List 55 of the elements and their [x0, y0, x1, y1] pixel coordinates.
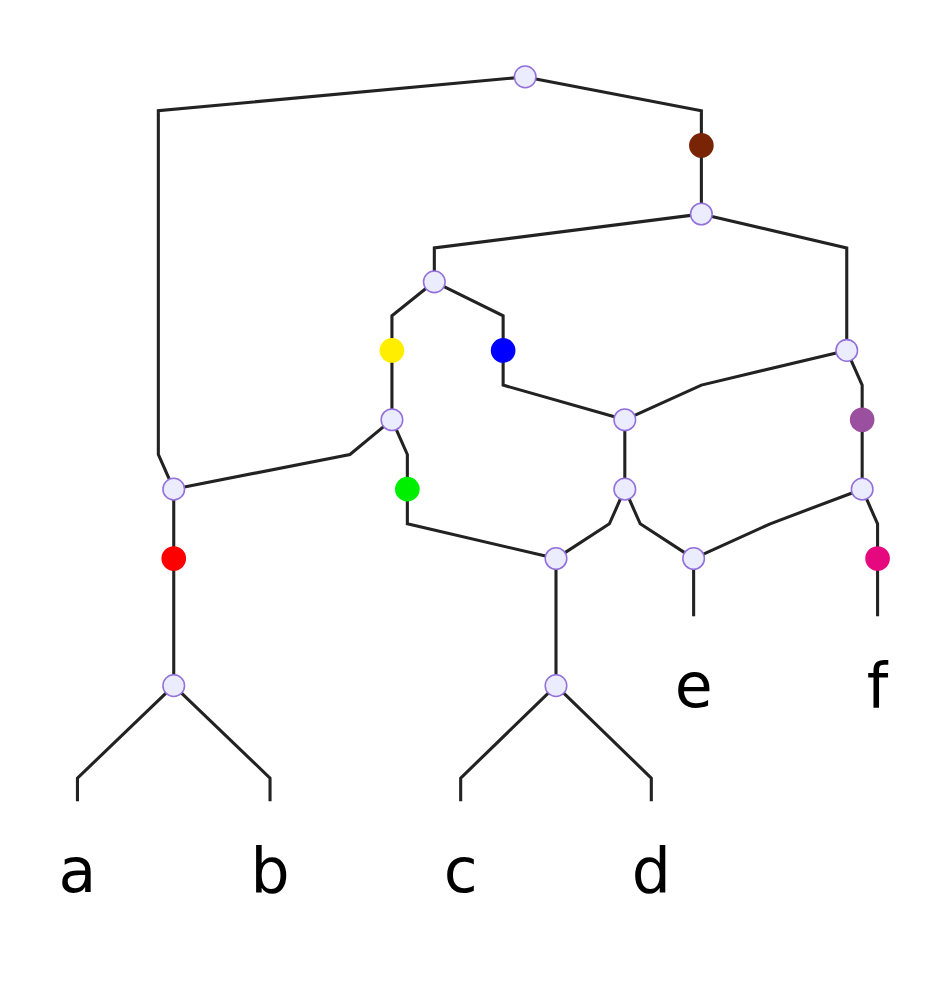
- node-text: d: [631, 835, 671, 907]
- connector: [711, 214, 849, 340]
- connector: [180, 692, 272, 802]
- node-text: c: [443, 835, 478, 907]
- connector: [432, 213, 691, 272]
- node-point: [682, 546, 706, 571]
- node-point: [162, 674, 186, 698]
- connector: [876, 570, 880, 617]
- node-point: [613, 408, 637, 432]
- connector: [172, 570, 176, 675]
- node-point: [689, 202, 713, 226]
- connector: [562, 692, 653, 802]
- connector: [535, 77, 703, 134]
- connector: [443, 285, 505, 339]
- connector: [627, 498, 686, 554]
- connector: [702, 491, 853, 556]
- node-point: [544, 546, 568, 571]
- node-point: [835, 338, 859, 362]
- node-circle: [490, 338, 516, 363]
- node-point: [850, 477, 874, 501]
- node-circle: [379, 338, 405, 363]
- node-circle: [395, 476, 420, 502]
- connector: [390, 287, 427, 339]
- node-circle: [865, 546, 890, 571]
- connector: [634, 351, 837, 417]
- connector: [405, 500, 546, 558]
- node-text: f: [866, 650, 889, 722]
- connector: [184, 425, 385, 489]
- node-point: [613, 477, 637, 501]
- connector: [554, 569, 558, 675]
- node-point: [162, 477, 186, 501]
- node-circle: [689, 133, 714, 158]
- connector: [501, 362, 615, 419]
- connector: [849, 359, 864, 409]
- node-point: [513, 65, 537, 89]
- node-text: b: [250, 835, 290, 907]
- node-text: e: [674, 650, 713, 722]
- node-circle: [849, 407, 875, 433]
- connector: [390, 362, 394, 409]
- connector: [172, 499, 176, 547]
- connector: [459, 692, 550, 802]
- connector: [394, 429, 409, 478]
- connector: [156, 76, 515, 480]
- node-point: [422, 270, 446, 294]
- node-text: a: [58, 835, 97, 907]
- connector: [75, 692, 168, 802]
- connector: [623, 430, 627, 479]
- connector: [860, 431, 864, 479]
- node-point: [380, 408, 404, 432]
- node-point: [544, 674, 568, 698]
- connector: [865, 498, 880, 547]
- connector: [564, 498, 622, 554]
- node-circle: [161, 546, 187, 571]
- connector: [699, 157, 703, 204]
- connector: [692, 569, 696, 617]
